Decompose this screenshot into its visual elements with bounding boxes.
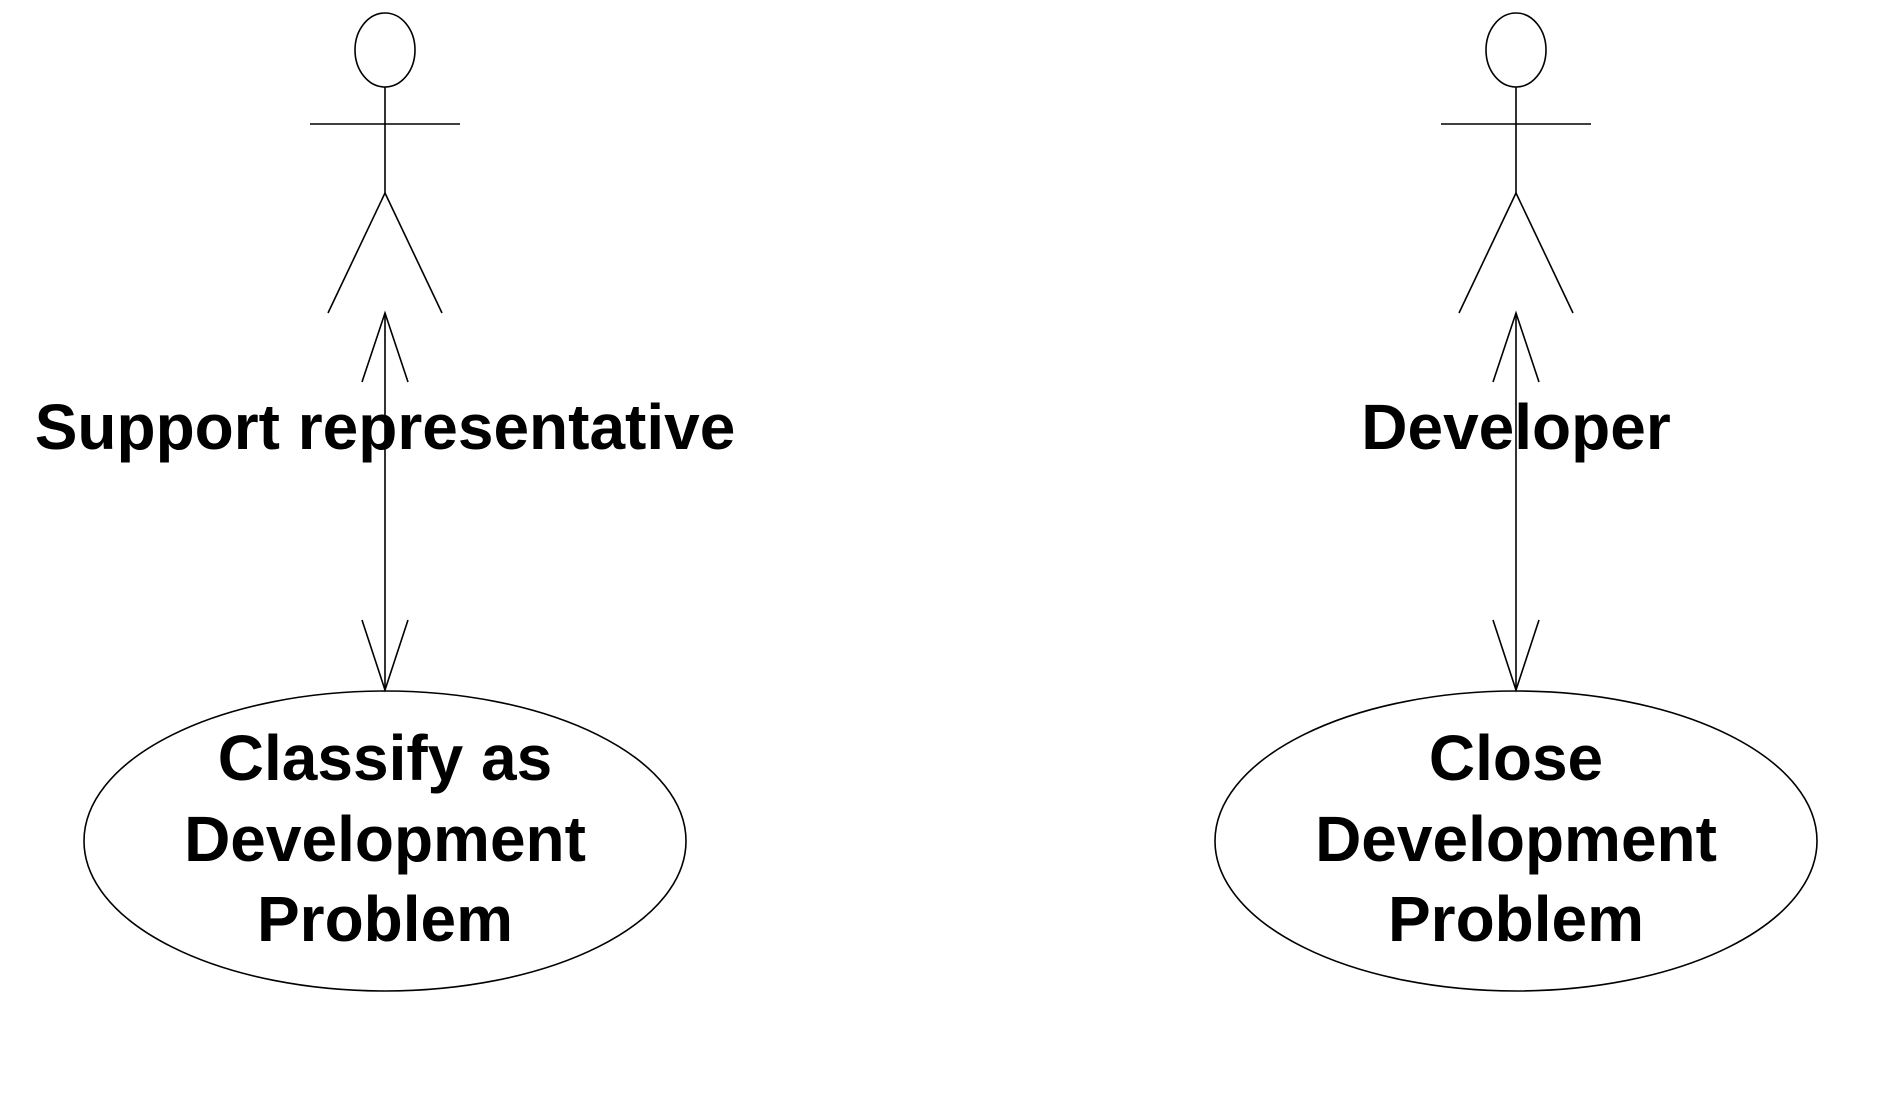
actor-right-leg bbox=[1515, 192, 1574, 314]
association-support-classify bbox=[361, 310, 409, 693]
use-case-classify-as-development-problem[interactable]: Classify as Development Problem bbox=[83, 690, 687, 992]
use-case-label-line-1: Close bbox=[1429, 722, 1603, 794]
use-case-label-line-2: Development bbox=[184, 803, 586, 875]
actor-left-leg bbox=[1458, 192, 1517, 314]
use-case-label-line-3: Problem bbox=[257, 883, 513, 955]
use-case-ellipse bbox=[1214, 690, 1818, 992]
actor-head bbox=[1485, 12, 1547, 88]
arrowhead-up bbox=[361, 310, 409, 383]
arrowhead-down bbox=[1492, 619, 1540, 693]
arrowhead-down bbox=[361, 619, 409, 693]
actor-label-developer: Developer bbox=[1361, 391, 1670, 463]
actor-right-leg bbox=[384, 192, 443, 314]
use-case-close-development-problem[interactable]: Close Development Problem bbox=[1214, 690, 1818, 992]
association-developer-close bbox=[1492, 310, 1540, 693]
actor-left-leg bbox=[327, 192, 386, 314]
use-case-label-line-2: Development bbox=[1315, 803, 1717, 875]
use-case-ellipse bbox=[83, 690, 687, 992]
arrowhead-up bbox=[1492, 310, 1540, 383]
actor-label-support-representative: Support representative bbox=[35, 391, 736, 463]
use-case-label-line-3: Problem bbox=[1388, 883, 1644, 955]
actor-support-representative[interactable] bbox=[310, 12, 460, 314]
actor-head bbox=[354, 12, 416, 88]
use-case-label-line-1: Classify as bbox=[218, 722, 552, 794]
actor-developer[interactable] bbox=[1441, 12, 1591, 314]
